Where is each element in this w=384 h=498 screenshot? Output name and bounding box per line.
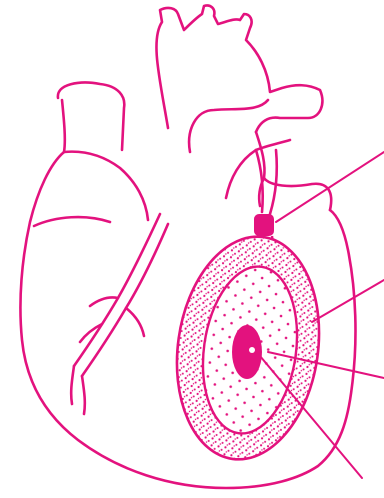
- infarct-core: [232, 325, 262, 379]
- superior-vena-cava: [58, 83, 124, 150]
- coronary-occlusion: [254, 214, 274, 236]
- pulmonary-trunk: [189, 100, 268, 152]
- coronary-artery: [74, 214, 160, 366]
- aortic-arch: [156, 5, 322, 132]
- leader-line-outer-rim: [312, 280, 384, 322]
